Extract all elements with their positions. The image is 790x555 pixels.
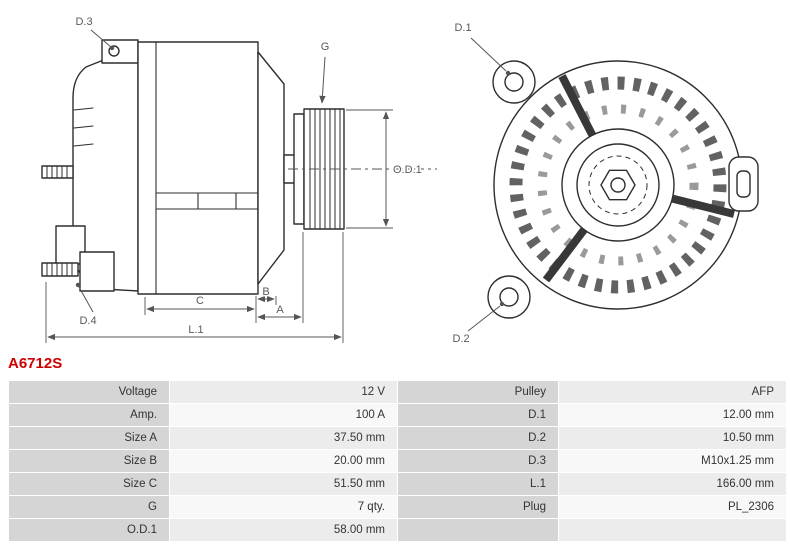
spec-value: AFP: [559, 381, 786, 403]
dim-label-l1: L.1: [188, 324, 203, 336]
spec-value: 10.50 mm: [559, 427, 786, 449]
dim-label-d1: D.1: [454, 22, 471, 34]
spec-row: G 7 qty. Plug PL_2306: [9, 496, 786, 518]
spec-label: Pulley: [398, 381, 558, 403]
side-view-dimensions: [45, 29, 437, 343]
spec-value: 12 V: [170, 381, 397, 403]
product-technical-page: D.3 D.4 G O.D.1 C B A L.1: [8, 15, 787, 542]
spec-label: L.1: [398, 473, 558, 495]
spec-row: Size B 20.00 mm D.3 M10x1.25 mm: [9, 450, 786, 472]
dim-label-b: B: [262, 286, 269, 298]
front-view-dim-labels: D.1 D.2: [451, 21, 473, 347]
spec-table: Voltage 12 V Pulley AFP Amp. 100 A D.1 1…: [8, 380, 787, 542]
technical-diagram: D.3 D.4 G O.D.1 C B A L.1: [41, 15, 759, 347]
spec-row: Size A 37.50 mm D.2 10.50 mm: [9, 427, 786, 449]
dim-label-c: C: [196, 295, 204, 307]
part-number: A6712S: [8, 355, 63, 372]
spec-value: 12.00 mm: [559, 404, 786, 426]
spec-label: Size C: [9, 473, 169, 495]
spec-value: [559, 519, 786, 541]
spec-value: 7 qty.: [170, 496, 397, 518]
alternator-side-view: [41, 39, 345, 295]
spec-value: 37.50 mm: [170, 427, 397, 449]
dim-label-d3: D.3: [75, 16, 92, 28]
spec-label: Size B: [9, 450, 169, 472]
spec-value: 166.00 mm: [559, 473, 786, 495]
spec-row: Voltage 12 V Pulley AFP: [9, 381, 786, 403]
spec-label: Amp.: [9, 404, 169, 426]
dim-label-d4: D.4: [79, 315, 96, 327]
spec-row: Size C 51.50 mm L.1 166.00 mm: [9, 473, 786, 495]
spec-label: D.2: [398, 427, 558, 449]
front-view-leaders: [467, 37, 511, 332]
spec-label: D.1: [398, 404, 558, 426]
dim-label-a: A: [276, 304, 284, 316]
spec-value: 20.00 mm: [170, 450, 397, 472]
spec-label: Plug: [398, 496, 558, 518]
alternator-front-view: [487, 60, 759, 319]
spec-label: Size A: [9, 427, 169, 449]
spec-label: D.3: [398, 450, 558, 472]
spec-row: Amp. 100 A D.1 12.00 mm: [9, 404, 786, 426]
spec-value: 51.50 mm: [170, 473, 397, 495]
side-view-dim-labels: D.3 D.4 G O.D.1 C B A L.1: [74, 15, 423, 338]
dim-label-od1: O.D.1: [393, 164, 422, 176]
spec-label: G: [9, 496, 169, 518]
spec-label: O.D.1: [9, 519, 169, 541]
spec-label: Voltage: [9, 381, 169, 403]
spec-value: PL_2306: [559, 496, 786, 518]
spec-value: 100 A: [170, 404, 397, 426]
spec-value: M10x1.25 mm: [559, 450, 786, 472]
dim-label-g: G: [321, 41, 330, 53]
spec-row: O.D.1 58.00 mm: [9, 519, 786, 541]
dim-label-d2: D.2: [452, 333, 469, 345]
spec-label: [398, 519, 558, 541]
spec-value: 58.00 mm: [170, 519, 397, 541]
